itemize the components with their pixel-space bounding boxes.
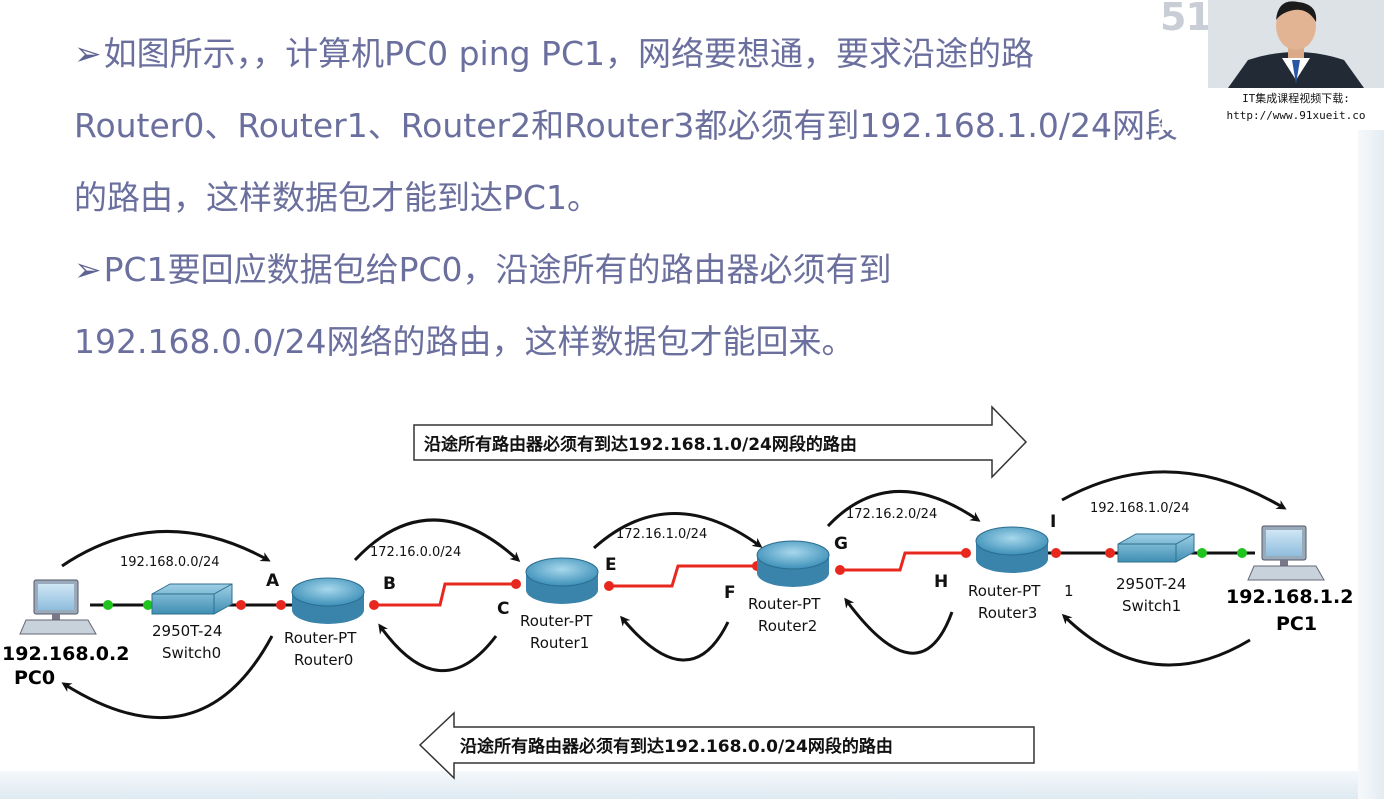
interface-point-label: H [934,572,948,592]
switch0-icon[interactable] [151,583,233,615]
port-dot [835,565,845,575]
interface-point-label: F [724,583,736,603]
return-path-arrows [61,597,1251,720]
router3-name: Router3 [978,604,1037,622]
presenter-webcam [1208,0,1384,88]
router1-icon[interactable] [525,557,599,604]
pc0-ip: 192.168.0.2 [2,643,129,665]
switch0-name: Switch0 [162,644,221,662]
return-arrow [844,597,954,655]
network-label: 172.16.2.0/24 [846,507,937,522]
top-banner-text: 沿途所有路由器必须有到达192.168.1.0/24网段的路由 [424,434,857,455]
interface-point-label: C [497,599,509,619]
port-dot [236,600,246,610]
network-label: 172.16.1.0/24 [616,527,707,542]
pc1-ip: 192.168.1.2 [1226,586,1353,608]
router2-model: Router-PT [748,595,821,613]
port-dot [143,600,153,610]
port-dot [1105,548,1115,558]
return-arrow [61,635,274,720]
paragraph-2-line-2: 192.168.0.0/24网络的路由，这样数据包才能回来。 [74,322,855,361]
interface-point-label: B [383,574,396,594]
port-dot [511,579,521,589]
router0-icon[interactable] [291,577,365,624]
port-indicators [103,548,1247,610]
forward-arrow [61,530,271,568]
paragraph-1-line-1: ➢如图所示，，计算机PC0 ping PC1，网络要想通，要求沿途的路 [74,34,1034,73]
router0-name: Router0 [294,651,353,669]
bullet-icon: ➢ [74,34,102,73]
watermark-caption: IT集成课程视频下载: http://www.91xueit.co [1208,90,1384,124]
return-arrow [620,615,730,662]
pc0-computer-icon[interactable] [19,579,97,635]
network-label: 192.168.0.0/24 [120,555,220,570]
port-dot [604,581,614,591]
top-banner-arrow: 沿途所有路由器必须有到达192.168.1.0/24网段的路由 [413,405,1028,479]
switch1-icon[interactable] [1117,533,1195,563]
router1-name: Router1 [530,634,589,652]
switch1-model: 2950T-24 [1116,575,1186,593]
link-router2-router3 [840,551,968,572]
network-links [90,551,1255,607]
forward-arrow [826,490,981,528]
return-arrow [1061,613,1251,667]
port-dot [1197,548,1207,558]
pc1-computer-icon[interactable] [1247,525,1325,581]
interface-point-label: E [605,555,617,575]
interface-point-label: A [266,571,280,591]
bullet-icon: ➢ [74,250,102,289]
presenter-figure-icon [1208,0,1384,88]
network-label: 192.168.1.0/24 [1090,501,1190,516]
slide-text: ➢如图所示，，计算机PC0 ping PC1，网络要想通，要求沿途的路 Rout… [74,18,1314,378]
paragraph-1-line-3: 的路由，这样数据包才能到达PC1。 [74,178,600,217]
interface-point-label: G [834,534,848,554]
port-dot [103,600,113,610]
bottom-banner-arrow: 沿途所有路由器必须有到达192.168.0.0/24网段的路由 [418,711,1035,780]
router2-name: Router2 [758,617,817,635]
port-dot [1051,548,1061,558]
return-arrow [378,623,498,672]
paragraph-2-line-1: ➢PC1要回应数据包给PC0，沿途所有的路由器必须有到 [74,250,892,289]
paragraph-1-line-2: Router0、Router1、Router2和Router3都必须有到192.… [74,106,1178,145]
pc0-name: PC0 [14,667,55,689]
link-router1-router2 [608,564,758,588]
link-router0-router1 [372,582,515,607]
forward-path-arrows [61,470,1287,568]
port-dot [961,548,971,558]
port-dot [276,600,286,610]
router3-extra-label: 1 [1064,582,1074,600]
slide-bottom-band [0,771,1384,799]
interface-point-label: I [1050,512,1056,532]
bottom-banner-text: 沿途所有路由器必须有到达192.168.0.0/24网段的路由 [460,736,893,757]
router1-model: Router-PT [520,612,593,630]
router0-model: Router-PT [284,629,357,647]
router3-icon[interactable] [975,526,1049,573]
router2-icon[interactable] [756,540,830,587]
network-label: 172.16.0.0/24 [370,545,461,560]
forward-arrow [353,518,521,563]
pc1-name: PC1 [1276,613,1317,635]
switch0-model: 2950T-24 [152,622,222,640]
switch1-name: Switch1 [1122,597,1181,615]
forward-arrow [1061,470,1287,510]
port-dot [1237,548,1247,558]
forward-arrow [593,512,763,550]
slide-right-strip [1358,130,1384,799]
port-dot [369,600,379,610]
router3-model: Router-PT [968,582,1041,600]
